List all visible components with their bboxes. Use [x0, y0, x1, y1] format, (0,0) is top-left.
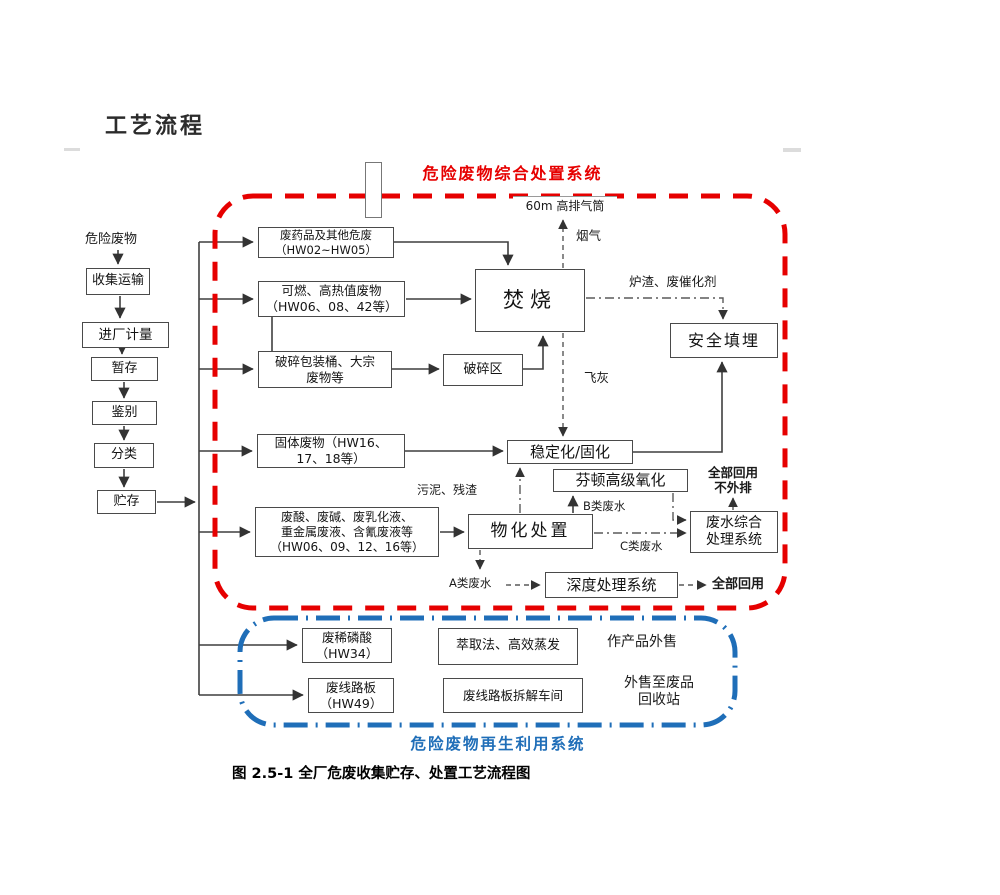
node-fenton-oxidation: 芬顿高级氧化 [553, 469, 688, 492]
node-classification: 分类 [94, 443, 154, 468]
reuse-no-discharge-label: 全部回用 不外排 [707, 465, 758, 495]
node-storage: 贮存 [97, 490, 156, 514]
stack-label: 60m 高排气筒 [513, 196, 617, 214]
node-stabilization: 稳定化/固化 [507, 440, 633, 464]
disposal-system-title: 危险废物综合处置系统 [422, 164, 603, 183]
node-pharma-waste: 废药品及其他危废 （HW02~HW05） [258, 227, 394, 258]
sell-product-label: 作产品外售 [607, 634, 677, 650]
reuse-all-label: 全部回用 [712, 577, 765, 592]
artifact-mark-right [783, 148, 801, 152]
node-pcb-dismantling: 废线路板拆解车间 [443, 678, 583, 713]
node-solid-waste: 固体废物（HW16、 17、18等） [257, 434, 405, 468]
recycle-system-boundary [237, 615, 738, 728]
node-crush-area: 破碎区 [443, 354, 523, 386]
figure-caption: 图 2.5-1 全厂危废收集贮存、处置工艺流程图 [232, 766, 531, 782]
node-waste-acids: 废酸、废碱、废乳化液、 重金属废液、含氰废液等 （HW06、09、12、16等） [255, 507, 439, 557]
node-entry-metering: 进厂计量 [82, 322, 169, 348]
arrow-crush-incineration [523, 335, 549, 370]
node-wastewater-system: 废水综合 处理系统 [690, 511, 778, 553]
slag-label: 炉渣、废催化剂 [629, 274, 717, 289]
node-hazardous-waste-source: 危险废物 [84, 232, 137, 247]
node-temporary-storage: 暂存 [91, 357, 158, 381]
flue-gas-label: 烟气 [576, 228, 602, 243]
stack-shape [365, 162, 382, 218]
sell-scrap-label: 外售至废品 回收站 [624, 675, 694, 708]
water-b-label: B类废水 [583, 499, 626, 513]
fly-ash-label: 飞灰 [584, 370, 610, 385]
node-extraction-evaporation: 萃取法、高效蒸发 [438, 628, 578, 665]
artifact-mark-left [64, 148, 80, 151]
water-a-label: A类废水 [449, 576, 492, 590]
node-crushed-drums: 破碎包装桶、大宗 废物等 [258, 351, 392, 388]
node-phosphoric-acid: 废稀磷酸 （HW34） [302, 628, 392, 663]
recycle-system-title: 危险废物再生利用系统 [410, 735, 586, 753]
node-deep-treatment: 深度处理系统 [545, 572, 678, 598]
node-physchem-disposal: 物化处置 [468, 514, 593, 549]
arrow-stabilization-landfill [633, 361, 728, 453]
disposal-system-boundary [212, 193, 788, 611]
node-identification: 鉴别 [92, 401, 157, 425]
node-collect-transport: 收集运输 [86, 268, 150, 295]
arrow-slag-landfill [586, 297, 728, 320]
node-safe-landfill: 安全填埋 [670, 323, 778, 358]
water-c-label: C类废水 [620, 539, 663, 553]
page-title: 工艺流程 [105, 114, 206, 139]
node-combustible-waste: 可燃、高热值废物 （HW06、08、42等） [258, 281, 405, 317]
arrow-pharma-incineration [394, 241, 514, 266]
node-incineration: 焚烧 [475, 269, 585, 332]
arrow-fenton-wastewater [672, 493, 687, 525]
sludge-label: 污泥、残渣 [417, 483, 478, 497]
node-waste-pcb: 废线路板 （HW49） [308, 678, 394, 713]
